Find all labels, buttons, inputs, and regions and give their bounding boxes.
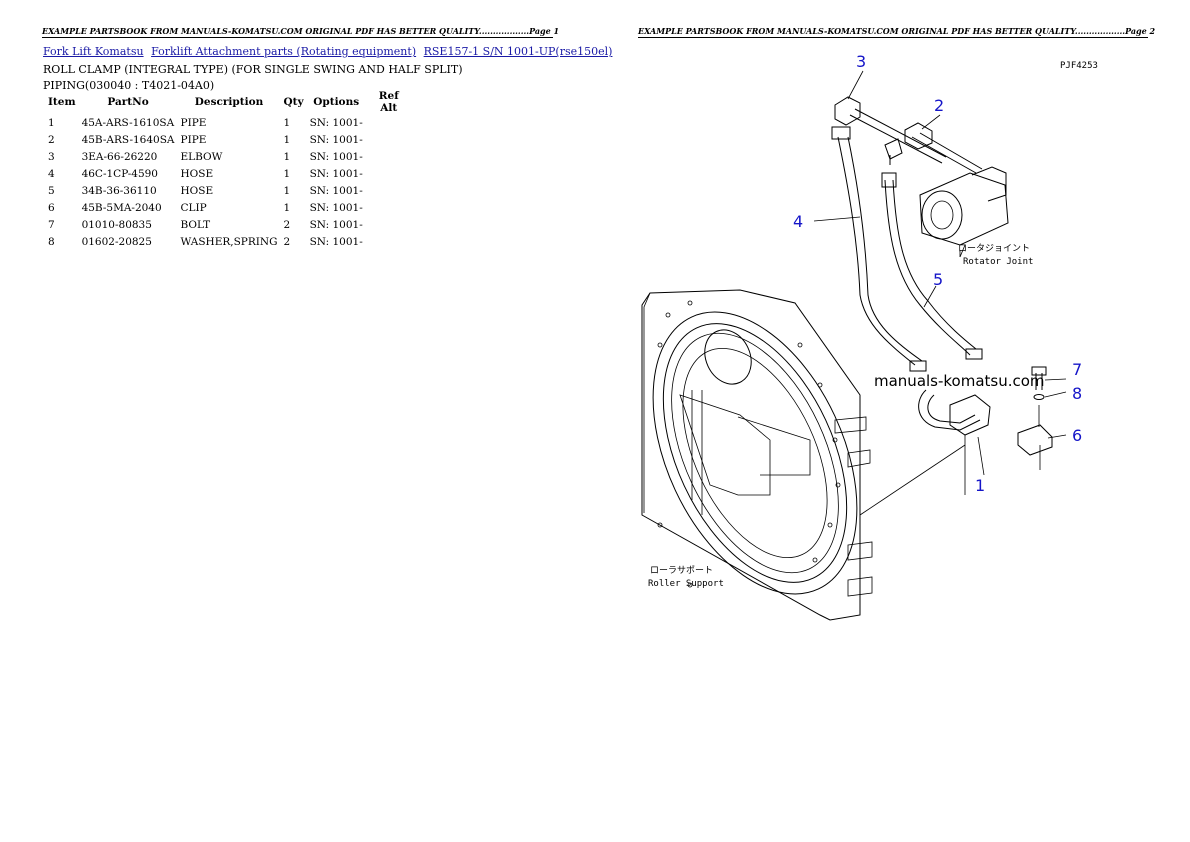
parts-table: Item PartNo Description Qty Options Ref …	[45, 90, 412, 250]
cell-options: SN: 1001-	[309, 235, 363, 248]
pipe-assembly-drawing	[834, 96, 983, 174]
table-row: 3 3EA-66-26220 ELBOW 1 SN: 1001-	[45, 148, 412, 165]
cell-qty: 1	[283, 167, 291, 180]
table-row: 8 01602-20825 WASHER,SPRING 2 SN: 1001-	[45, 233, 412, 250]
cell-description: WASHER,SPRING	[180, 235, 278, 248]
cell-options: SN: 1001-	[309, 116, 363, 129]
cell-partno: 01010-80835	[81, 218, 152, 231]
table-row: 5 34B-36-36110 HOSE 1 SN: 1001-	[45, 182, 412, 199]
cell-item: 8	[48, 235, 55, 248]
cell-item: 1	[48, 116, 55, 129]
cell-partno: 3EA-66-26220	[81, 150, 158, 163]
cell-ref-alt	[366, 182, 412, 199]
cell-ref-alt	[366, 216, 412, 233]
callout-1: 1	[975, 476, 985, 495]
cell-partno: 34B-36-36110	[81, 184, 157, 197]
cell-ref-alt	[366, 199, 412, 216]
column-header-options: Options	[313, 96, 360, 108]
table-row: 1 45A-ARS-1610SA PIPE 1 SN: 1001-	[45, 114, 412, 131]
column-header-item: Item	[48, 96, 76, 108]
cell-item: 5	[48, 184, 55, 197]
cell-qty: 2	[283, 235, 291, 248]
cell-qty: 1	[283, 116, 291, 129]
cell-item: 4	[48, 167, 55, 180]
cell-qty: 1	[283, 133, 291, 146]
roller-support-drawing	[641, 289, 966, 621]
callout-2: 2	[934, 96, 944, 115]
table-row: 4 46C-1CP-4590 HOSE 1 SN: 1001-	[45, 165, 412, 182]
table-row: 7 01010-80835 BOLT 2 SN: 1001-	[45, 216, 412, 233]
cell-options: SN: 1001-	[309, 167, 363, 180]
diagram-code: PJF4253	[1060, 61, 1098, 71]
leader-lines	[813, 70, 1067, 476]
callout-7: 7	[1072, 360, 1082, 379]
table-row: 2 45B-ARS-1640SA PIPE 1 SN: 1001-	[45, 131, 412, 148]
cell-options: SN: 1001-	[309, 150, 363, 163]
column-header-qty: Qty	[283, 96, 304, 108]
cell-partno: 45A-ARS-1610SA	[81, 116, 175, 129]
cell-description: BOLT	[180, 218, 211, 231]
cell-description: PIPE	[180, 116, 207, 129]
cell-description: ELBOW	[180, 150, 223, 163]
table-header-row: Item PartNo Description Qty Options Ref …	[45, 90, 412, 114]
table-row: 6 45B-5MA-2040 CLIP 1 SN: 1001-	[45, 199, 412, 216]
cell-partno: 46C-1CP-4590	[81, 167, 158, 180]
cell-partno: 01602-20825	[81, 235, 152, 248]
page-title: ROLL CLAMP (INTEGRAL TYPE) (FOR SINGLE S…	[43, 63, 463, 92]
cell-options: SN: 1001-	[309, 133, 363, 146]
cell-qty: 1	[283, 184, 291, 197]
column-header-ref-alt: Ref Alt	[378, 90, 399, 114]
parts-diagram: PJF4253	[641, 52, 1098, 621]
cell-ref-alt	[366, 233, 412, 250]
cell-description: PIPE	[180, 133, 207, 146]
pipe-elbow-drawing	[918, 389, 991, 495]
cell-options: SN: 1001-	[309, 218, 363, 231]
cell-partno: 45B-5MA-2040	[81, 201, 162, 214]
callout-5: 5	[933, 270, 943, 289]
cell-ref-alt	[366, 165, 412, 182]
cell-item: 6	[48, 201, 55, 214]
cell-qty: 1	[283, 150, 291, 163]
callout-8: 8	[1072, 384, 1082, 403]
cell-ref-alt	[366, 131, 412, 148]
rotator-joint-drawing	[919, 166, 1009, 258]
callout-3: 3	[856, 52, 866, 71]
cell-item: 7	[48, 218, 55, 231]
cell-options: SN: 1001-	[309, 184, 363, 197]
page-1-header: EXAMPLE PARTSBOOK FROM MANUALS-KOMATSU.C…	[42, 26, 560, 38]
hose-drawing	[831, 126, 983, 372]
cell-item: 2	[48, 133, 55, 146]
column-header-description: Description	[194, 96, 264, 108]
breadcrumb: Fork Lift Komatsu Forklift Attachment pa…	[43, 45, 616, 58]
breadcrumb-link-category[interactable]: Forklift Attachment parts (Rotating equi…	[151, 45, 417, 58]
rotator-joint-label-jp: ロータジョイント	[958, 243, 1030, 254]
cell-ref-alt	[366, 114, 412, 131]
rotator-joint-label: Rotator Joint	[963, 257, 1033, 267]
clip-bolt-drawing	[1017, 366, 1053, 470]
breadcrumb-link-brand[interactable]: Fork Lift Komatsu	[43, 45, 144, 58]
cell-qty: 2	[283, 218, 291, 231]
cell-description: HOSE	[180, 184, 214, 197]
callout-6: 6	[1072, 426, 1082, 445]
cell-item: 3	[48, 150, 55, 163]
roller-support-label-jp: ローラサポート	[650, 565, 713, 576]
cell-options: SN: 1001-	[309, 201, 363, 214]
column-header-partno: PartNo	[107, 96, 149, 108]
cell-ref-alt	[366, 148, 412, 165]
cell-description: HOSE	[180, 167, 214, 180]
cell-partno: 45B-ARS-1640SA	[81, 133, 175, 146]
callout-4: 4	[793, 212, 803, 231]
page-2-header: EXAMPLE PARTSBOOK FROM MANUALS-KOMATSU.C…	[638, 26, 1156, 38]
breadcrumb-link-model[interactable]: RSE157-1 S/N 1001-UP(rse150el)	[423, 45, 613, 58]
cell-description: CLIP	[180, 201, 207, 214]
watermark: manuals-komatsu.com	[874, 372, 1045, 390]
roller-support-label: Roller Support	[648, 579, 724, 589]
cell-qty: 1	[283, 201, 291, 214]
